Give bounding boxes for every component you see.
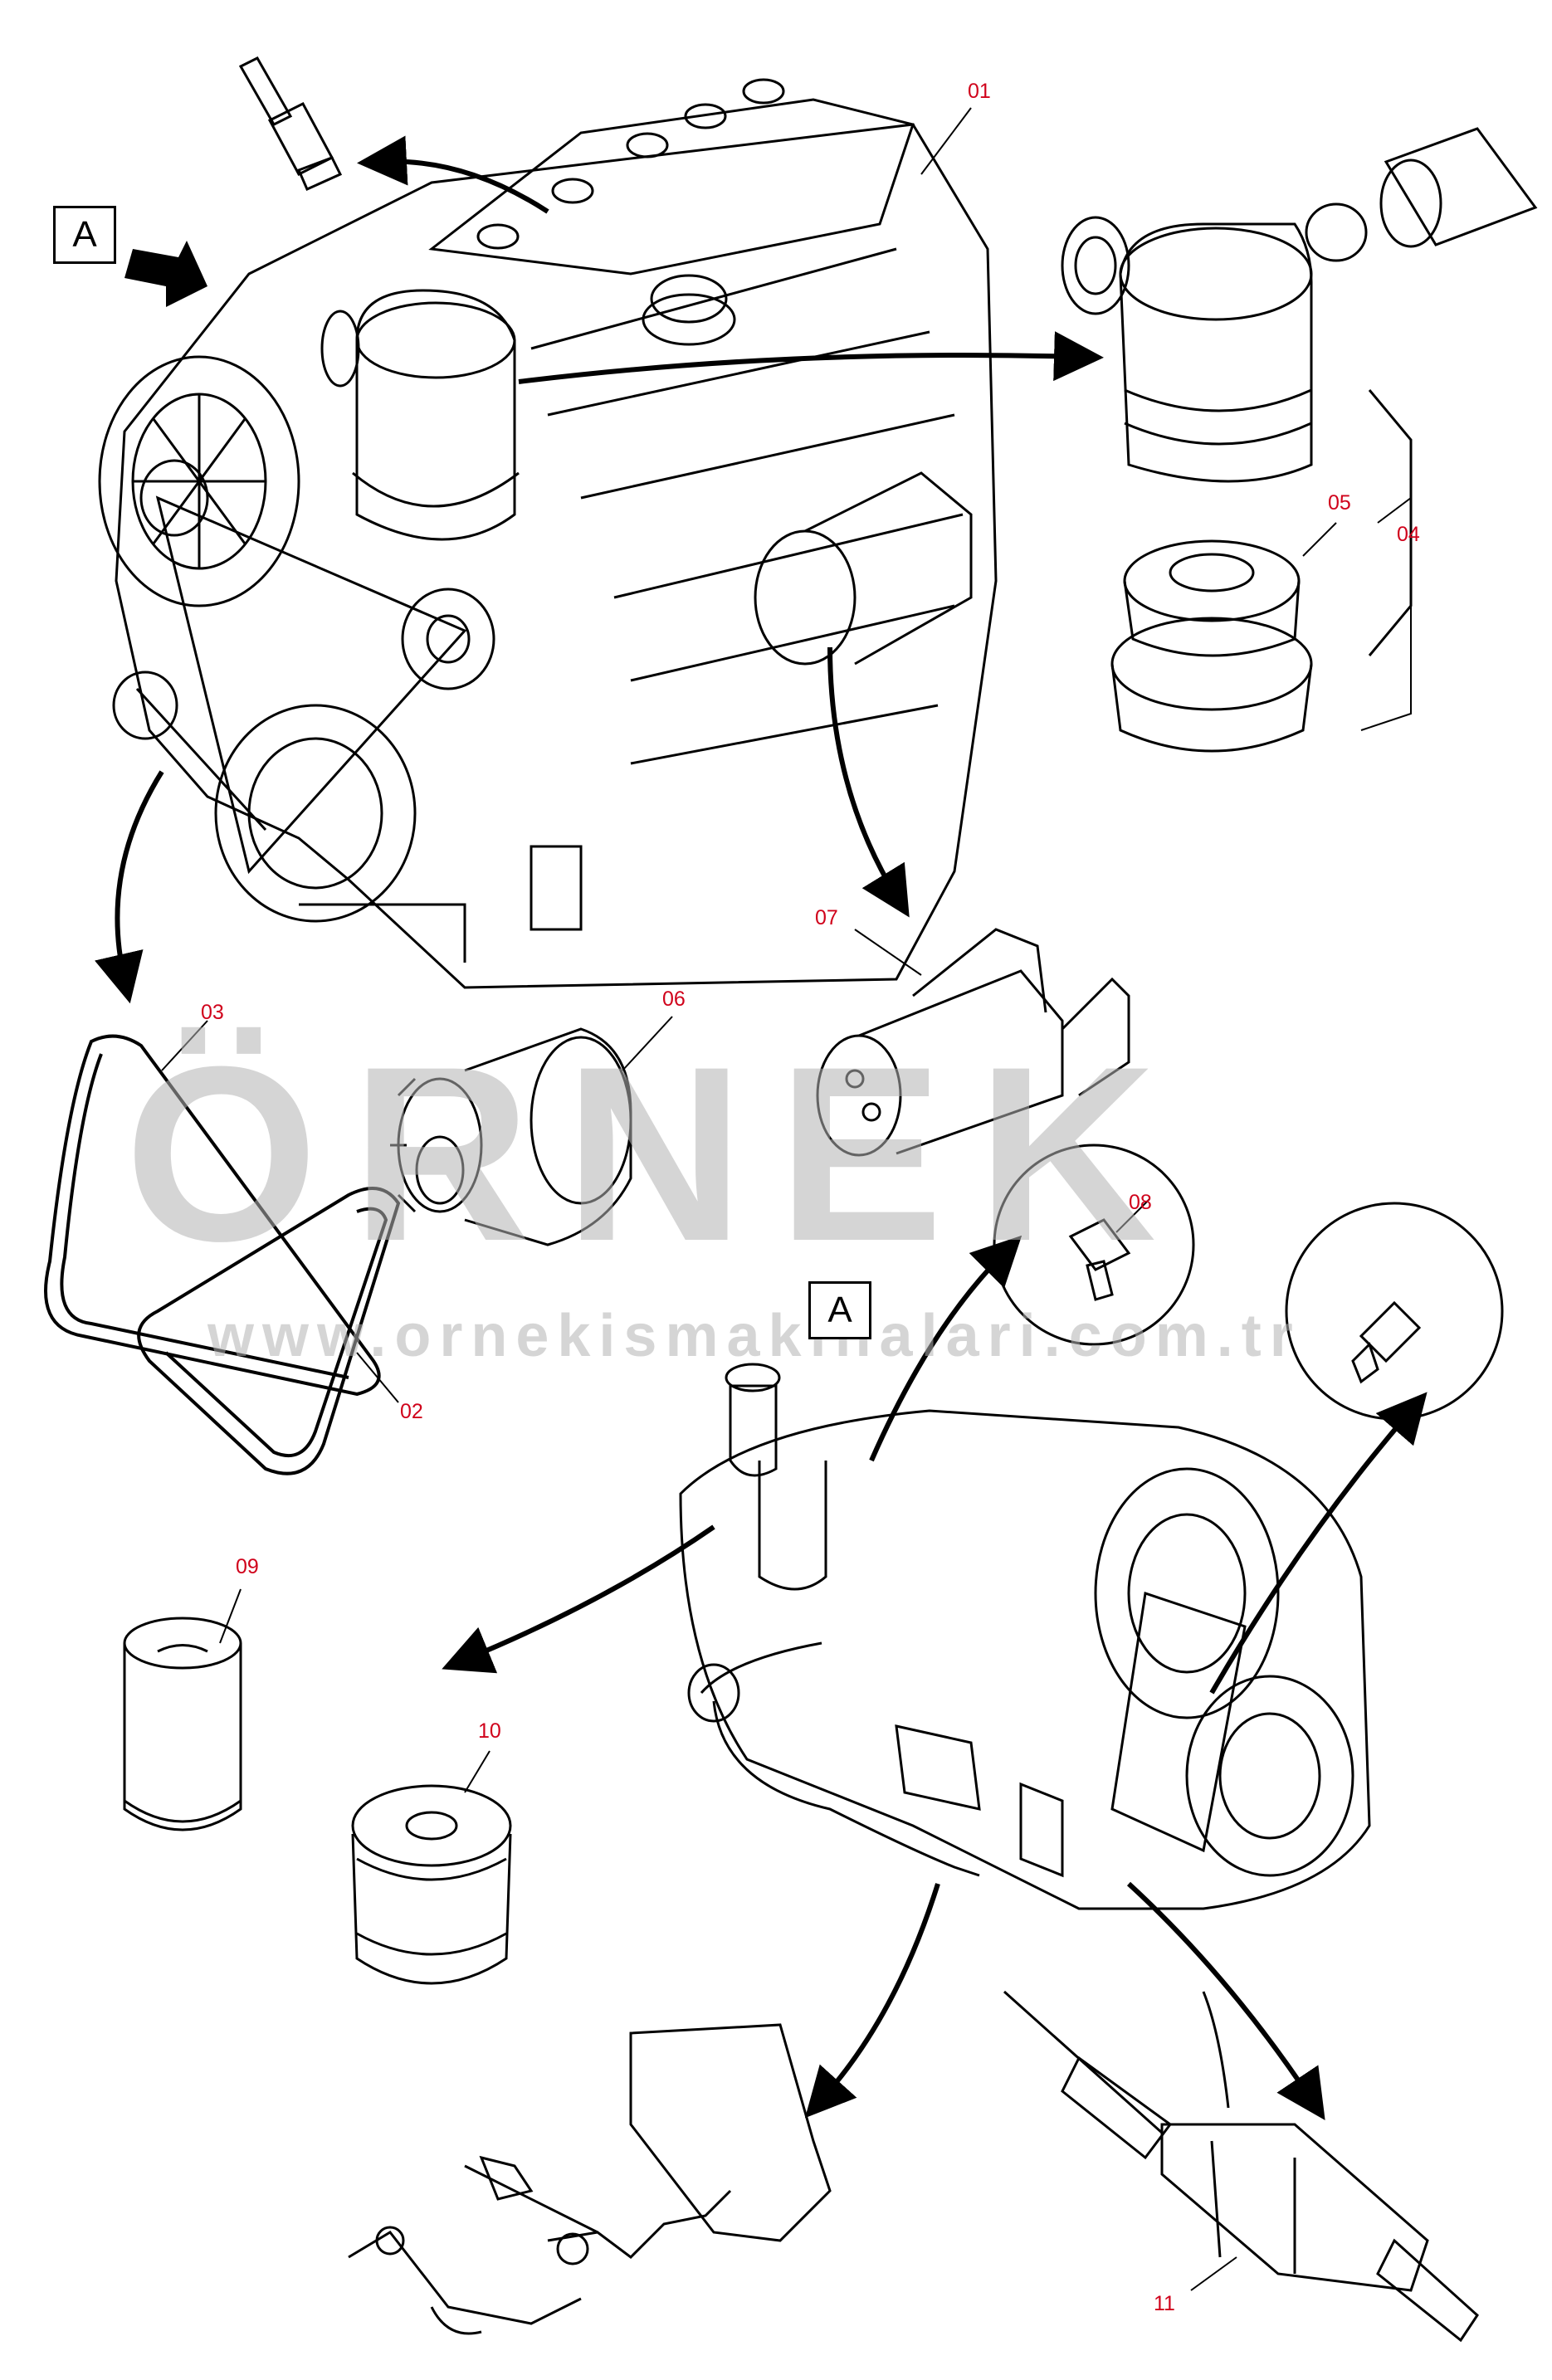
arrow-to-filter-09 [442, 1524, 715, 1674]
arrow-to-starter [827, 646, 910, 918]
arrow-to-switch [1209, 1392, 1428, 1695]
callout-09: 09 [236, 1555, 259, 1578]
view-arrow-a [124, 241, 207, 307]
part-10-oil-filter [351, 1784, 512, 1985]
callout-07: 07 [815, 906, 838, 929]
watermark-url: www.ornekismakinalari.com.tr [207, 1303, 1301, 1369]
arrow-to-belts [95, 770, 164, 1004]
callout-08: 08 [1129, 1191, 1152, 1214]
arrow-to-part-11 [1126, 1881, 1325, 2120]
part-07-starter-motor [816, 928, 1130, 1157]
engine-illustration-bottom [679, 1363, 1371, 1910]
callout-01: 01 [968, 80, 991, 103]
part-02-v-belt [137, 1187, 401, 1475]
callout-04: 04 [1397, 523, 1420, 546]
part-11-flame-glow-plug [1003, 1990, 1479, 2343]
arrow-to-air-filter [518, 331, 1104, 384]
watermark-brand: ÖRNEK [124, 1014, 1190, 1293]
callout-06: 06 [662, 988, 686, 1011]
part-06-alternator [390, 1027, 632, 1246]
arrow-to-fuel-valve [804, 1883, 940, 2119]
part-01-sensor-fitting [238, 56, 343, 191]
part-oil-pressure-switch [1285, 1202, 1504, 1421]
arrow-to-part-01 [357, 135, 549, 214]
part-09-fuel-filter [123, 1617, 242, 1831]
callout-leaders [161, 107, 1412, 2291]
engine-illustration-top [98, 78, 998, 989]
arrows [95, 135, 1428, 2120]
callout-02: 02 [400, 1400, 423, 1423]
callout-05: 05 [1328, 491, 1351, 515]
callout-03: 03 [201, 1001, 224, 1024]
part-03-v-belt [44, 1034, 381, 1397]
view-label-a-bottom: A [808, 1281, 871, 1339]
arrow-to-sensor-08 [869, 1235, 1022, 1462]
view-label-a-top: A [53, 206, 116, 264]
callout-11: 11 [1154, 2292, 1175, 2315]
part-04-air-filter-assembly [1061, 127, 1538, 753]
part-fuel-shutoff-valve [348, 2023, 832, 2335]
callout-10: 10 [478, 1719, 501, 1743]
